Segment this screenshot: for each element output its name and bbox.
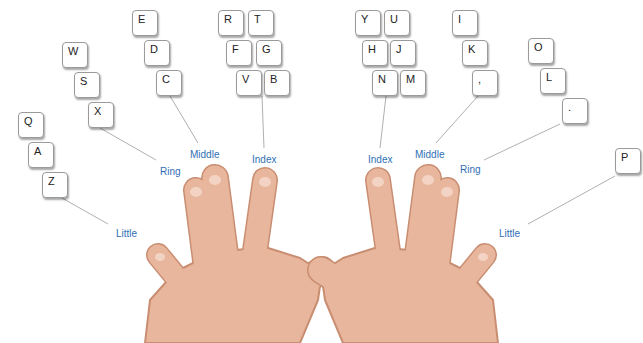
keyboard-key: W: [62, 42, 88, 68]
right-hand: [321, 175, 498, 343]
finger-label-box: Little: [498, 223, 521, 241]
key-letter: .: [563, 99, 587, 114]
key-letter: K: [463, 41, 487, 56]
key-letter: S: [75, 73, 99, 88]
finger-label: Ring: [460, 164, 481, 175]
leader-lines: [62, 96, 615, 224]
finger-label: Little: [116, 228, 137, 239]
finger-label: Ring: [160, 166, 181, 177]
key-letter: A: [29, 143, 53, 158]
key-letter: G: [257, 41, 281, 56]
keyboard-key: N: [372, 70, 398, 96]
keyboard-key: Q: [18, 112, 44, 138]
keyboard-key: D: [144, 40, 170, 66]
key-letter: E: [133, 11, 157, 26]
keyboard-key: R: [218, 10, 244, 36]
key-letter: Z: [43, 173, 67, 188]
key-letter: X: [89, 103, 113, 118]
finger-label-box: Index: [367, 149, 393, 167]
key-letter: H: [363, 41, 387, 56]
finger-label-box: Index: [251, 149, 277, 167]
key-letter: D: [145, 41, 169, 56]
keyboard-key: Z: [42, 172, 68, 198]
keyboard-key: T: [248, 10, 274, 36]
keyboard-key: X: [88, 102, 114, 128]
key-letter: Y: [356, 11, 380, 26]
finger-label: Middle: [190, 149, 219, 160]
key-letter: V: [237, 71, 261, 86]
finger-label: Little: [499, 228, 520, 239]
keyboard-key: V: [236, 70, 262, 96]
key-letter: J: [391, 41, 415, 56]
key-letter: I: [453, 11, 477, 26]
finger-label-box: Ring: [459, 159, 482, 177]
finger-label-box: Little: [115, 223, 138, 241]
keyboard-key: F: [226, 40, 252, 66]
left-hand: [145, 175, 322, 343]
key-letter: Q: [19, 113, 43, 128]
key-letter: T: [249, 11, 273, 26]
keyboard-key: J: [390, 40, 416, 66]
keyboard-key: Y: [355, 10, 381, 36]
key-letter: P: [616, 149, 640, 164]
keyboard-key: A: [28, 142, 54, 168]
key-letter: N: [373, 71, 397, 86]
keyboard-key: C: [156, 70, 182, 96]
key-letter: L: [541, 69, 565, 84]
keyboard-key: .: [562, 98, 588, 124]
keyboard-key: K: [462, 40, 488, 66]
key-letter: C: [157, 71, 181, 86]
keyboard-key: I: [452, 10, 478, 36]
keyboard-key: P: [615, 148, 641, 174]
finger-label-box: Middle: [189, 144, 220, 162]
key-letter: ,: [473, 71, 497, 86]
key-letter: O: [529, 39, 553, 54]
keyboard-key: S: [74, 72, 100, 98]
finger-label: Middle: [415, 149, 444, 160]
keyboard-key: B: [264, 70, 290, 96]
key-letter: B: [265, 71, 289, 86]
keyboard-key: H: [362, 40, 388, 66]
keyboard-key: O: [528, 38, 554, 64]
finger-label: Index: [252, 154, 276, 165]
finger-label: Index: [368, 154, 392, 165]
keyboard-key: E: [132, 10, 158, 36]
key-letter: U: [385, 11, 409, 26]
key-letter: F: [227, 41, 251, 56]
keyboard-key: G: [256, 40, 282, 66]
keyboard-key: M: [400, 70, 426, 96]
key-letter: R: [219, 11, 243, 26]
keyboard-key: U: [384, 10, 410, 36]
finger-label-box: Middle: [414, 144, 445, 162]
keyboard-key: L: [540, 68, 566, 94]
key-letter: M: [401, 71, 425, 86]
finger-label-box: Ring: [159, 161, 182, 179]
key-letter: W: [63, 43, 87, 58]
keyboard-key: ,: [472, 70, 498, 96]
